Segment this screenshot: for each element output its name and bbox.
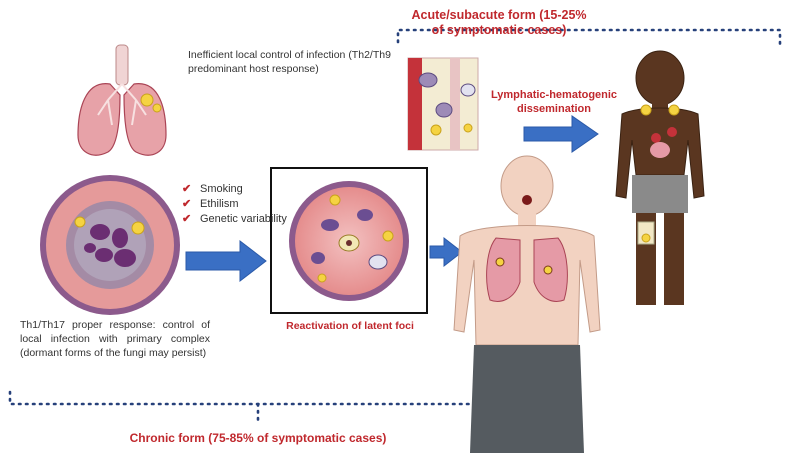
check-icon: ✔ bbox=[182, 213, 192, 225]
risk-factors-list: ✔ Smoking ✔ Ethilism ✔ Genetic variabili… bbox=[182, 182, 287, 227]
proper-response-label: Th1/Th17 proper response: control of loc… bbox=[20, 319, 210, 359]
adult-patient-illustration bbox=[453, 155, 601, 453]
primary-complex-illustration bbox=[40, 175, 180, 315]
reactivation-box bbox=[270, 167, 428, 314]
arrow-to-reactivation bbox=[185, 239, 267, 283]
arrow-to-acute-patient bbox=[523, 115, 599, 153]
risk-factor-label: Genetic variability bbox=[200, 213, 287, 225]
child-patient-illustration bbox=[615, 50, 705, 305]
dissemination-label: Lymphatic-hematogenic dissemination bbox=[490, 89, 618, 115]
risk-factor-label: Ethilism bbox=[200, 198, 239, 210]
risk-factor-label: Smoking bbox=[200, 183, 243, 195]
check-icon: ✔ bbox=[182, 183, 192, 195]
blood-vessel-illustration bbox=[407, 57, 479, 151]
check-icon: ✔ bbox=[182, 198, 192, 210]
risk-factor-item: ✔ Genetic variability bbox=[182, 212, 287, 227]
arrow-to-chronic-patient bbox=[429, 236, 463, 268]
lungs-illustration bbox=[77, 44, 167, 156]
risk-factor-item: ✔ Ethilism bbox=[182, 197, 287, 212]
inefficient-control-label: Inefficient local control of infection (… bbox=[188, 49, 391, 75]
acute-dotted-bracket bbox=[396, 28, 782, 46]
chronic-form-title: Chronic form (75-85% of symptomatic case… bbox=[129, 431, 387, 445]
acute-form-title: Acute/subacute form (15-25% of symptomat… bbox=[411, 8, 587, 37]
chronic-dotted-bracket bbox=[8, 390, 516, 422]
risk-factor-item: ✔ Smoking bbox=[182, 182, 287, 197]
reactivation-label: Reactivation of latent foci bbox=[286, 320, 414, 332]
